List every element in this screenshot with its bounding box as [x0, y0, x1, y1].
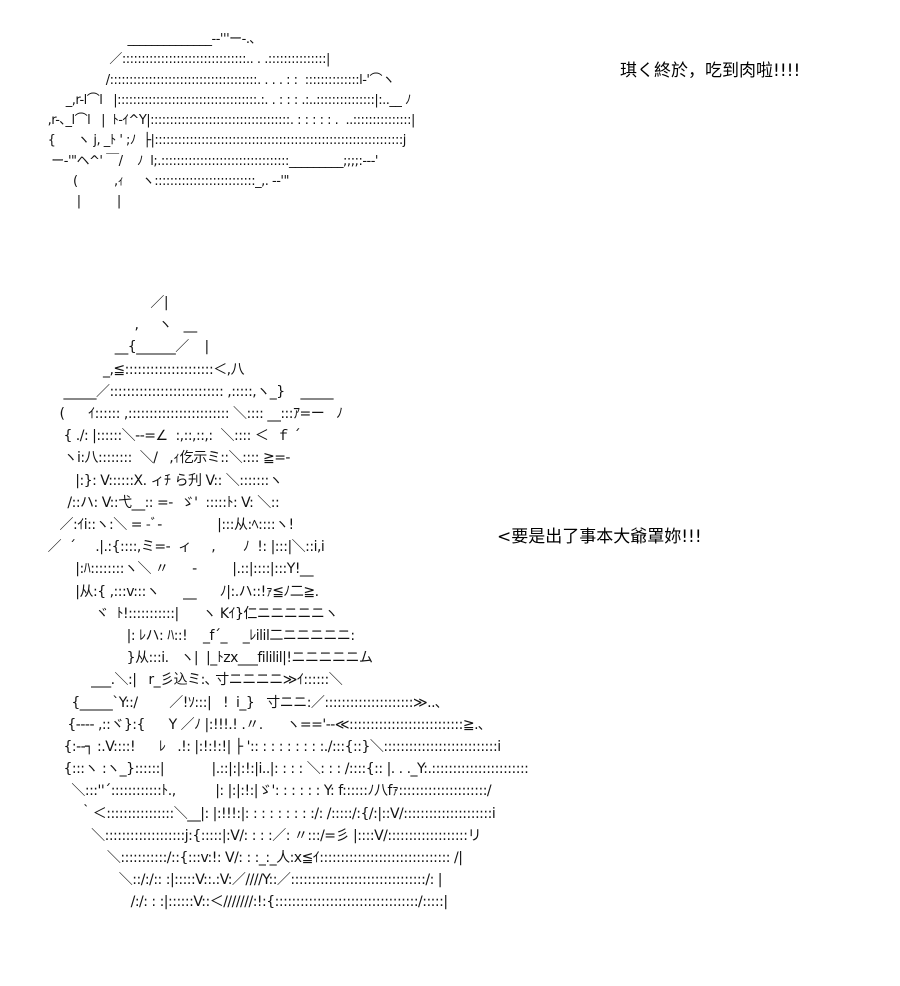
art-line: ヽi:八:::::::: ＼/ ,ｨ仡示ミ::＼:::: ≧=- — [20, 450, 290, 467]
art-line: | | — [44, 194, 122, 210]
art-line: ／:ｲi::ヽ:＼ = -ﾞ- |:::从:ﾍ::::ヽ! — [20, 517, 295, 534]
art-line: ／ ´ .|.:{::::,ミ=- ィ , ﾉ !: |:::|＼::i,i — [20, 539, 325, 556]
art-line: { ./: |::::::＼--=∠ :,::,::,: ＼:::: ＜ ｆ ´ — [20, 428, 301, 445]
art-line: |:}: V::::::X. ィﾁ ら刋 V:: ＼:::::::ヽ — [20, 472, 283, 489]
art-line: ( ,ｨ ヽ::::::::::::::::::::::::::_,. --'" — [44, 174, 289, 190]
art-line: /::::::::::::::::::::::::::::::::::::::.… — [44, 72, 395, 88]
art-line: /:/: : :|::::::V::＜///////:!:{::::::::::… — [20, 894, 448, 911]
ascii-art-standing-character: ／| , ヽ __ __{______／ | _,≦::::::::::::::… — [20, 292, 529, 914]
art-line: {:--┐ :.V::::! ﾚ .!: |:!:!:!| ├ ':: : : … — [20, 739, 501, 756]
art-line: |从:{ ,:::v:::ヽ __ ﾉ|:.ハ::!ｧ≦ﾉ二≧. — [20, 583, 319, 600]
art-line: ／::::::::::::::::::::::::::::::::.. . .:… — [44, 52, 338, 68]
art-line: _,≦:::::::::::::::::::::＜,八 — [20, 361, 245, 378]
art-line: {_____`Y::/ ／!ｿ:::| ! i_} 寸ニニ:／:::::::::… — [20, 694, 442, 711]
art-line: ___.＼:| r_彡込ミ:､ 寸ニニニニ≫ｲ::::::＼ — [20, 672, 343, 689]
caption-top: 琪く終於，吃到肉啦!!!! — [620, 61, 801, 81]
art-line: , ヽ __ — [20, 317, 198, 334]
art-line: ＼:::''´::::::::::::ﾄ., |: |:|:!:|ゞ': : :… — [20, 783, 492, 800]
art-line: |: ﾚハ: ﾊ::! _f´_ _ﾚilil二ニニニニニ: — [20, 628, 355, 645]
art-line: ,r-､_l⌒l | ﾄ-ｲ^Y|:::::::::::::::::::::::… — [44, 113, 416, 129]
art-line: {---- ,::ヾ}:{ Y ／ﾉ |:!!!.! .〃. ヽ=='--≪::… — [20, 716, 485, 733]
art-line: ｀＜::::::::::::::::＼__|: |:!!!:|: : : : :… — [20, 805, 496, 822]
art-line: ( ｲ:::::: ,:::::::::::::::::::::::: ＼:::… — [20, 406, 344, 423]
art-line: }从:::i. ヽ| |_ﾄzx___fililil|!ニニニニニム — [20, 650, 373, 667]
art-line: ー-'"ヘ^' ￣/ ﾉ l;.::::::::::::::::::::::::… — [44, 153, 378, 169]
art-line: { ヽ j, _ﾄ ' ;ﾉ ├|:::::::::::::::::::::::… — [44, 133, 407, 149]
caption-bottom: <要是出了事本大爺罩妳!!! — [497, 527, 702, 547]
art-line: ＼::/:/:: :|:::::V::.:V:／////Y::／::::::::… — [20, 872, 443, 889]
art-line: |:ﾊ::::::::ヽ＼ 〃 - |.::|::::|:::Y!__ — [20, 561, 313, 578]
art-line: ＼:::::::::::::::::::j:{:::::|:V/: : : :／… — [20, 827, 481, 844]
art-line: ／| — [20, 295, 169, 311]
art-line: ヾ ﾄ!:::::::::::| ヽ Kｲ}仁ニニニニニヽ — [20, 605, 338, 622]
art-line: __{______／ | — [20, 339, 209, 356]
art-line: ______________--'''ー-.､ — [44, 32, 256, 47]
art-line: {:::ヽ :ヽ_}::::::| |.::|:|:!:|i..|: : : :… — [20, 761, 529, 778]
art-line: _____／::::::::::::::::::::::::::: ,:::::… — [20, 383, 333, 400]
art-line: ＼:::::::::::/::{:::v:!: V/: : :_:_人:x≦ｲ:… — [20, 850, 463, 867]
art-line: _,r-l⌒l |:::::::::::::::::::::::::::::::… — [44, 92, 412, 108]
art-line: /::ハ: V::弋__:: =- ゞ' :::::ﾄ: V: ＼:: — [20, 494, 280, 511]
ascii-art-sleeping-character: ______________--'''ー-.､ ／:::::::::::::::… — [44, 30, 416, 213]
